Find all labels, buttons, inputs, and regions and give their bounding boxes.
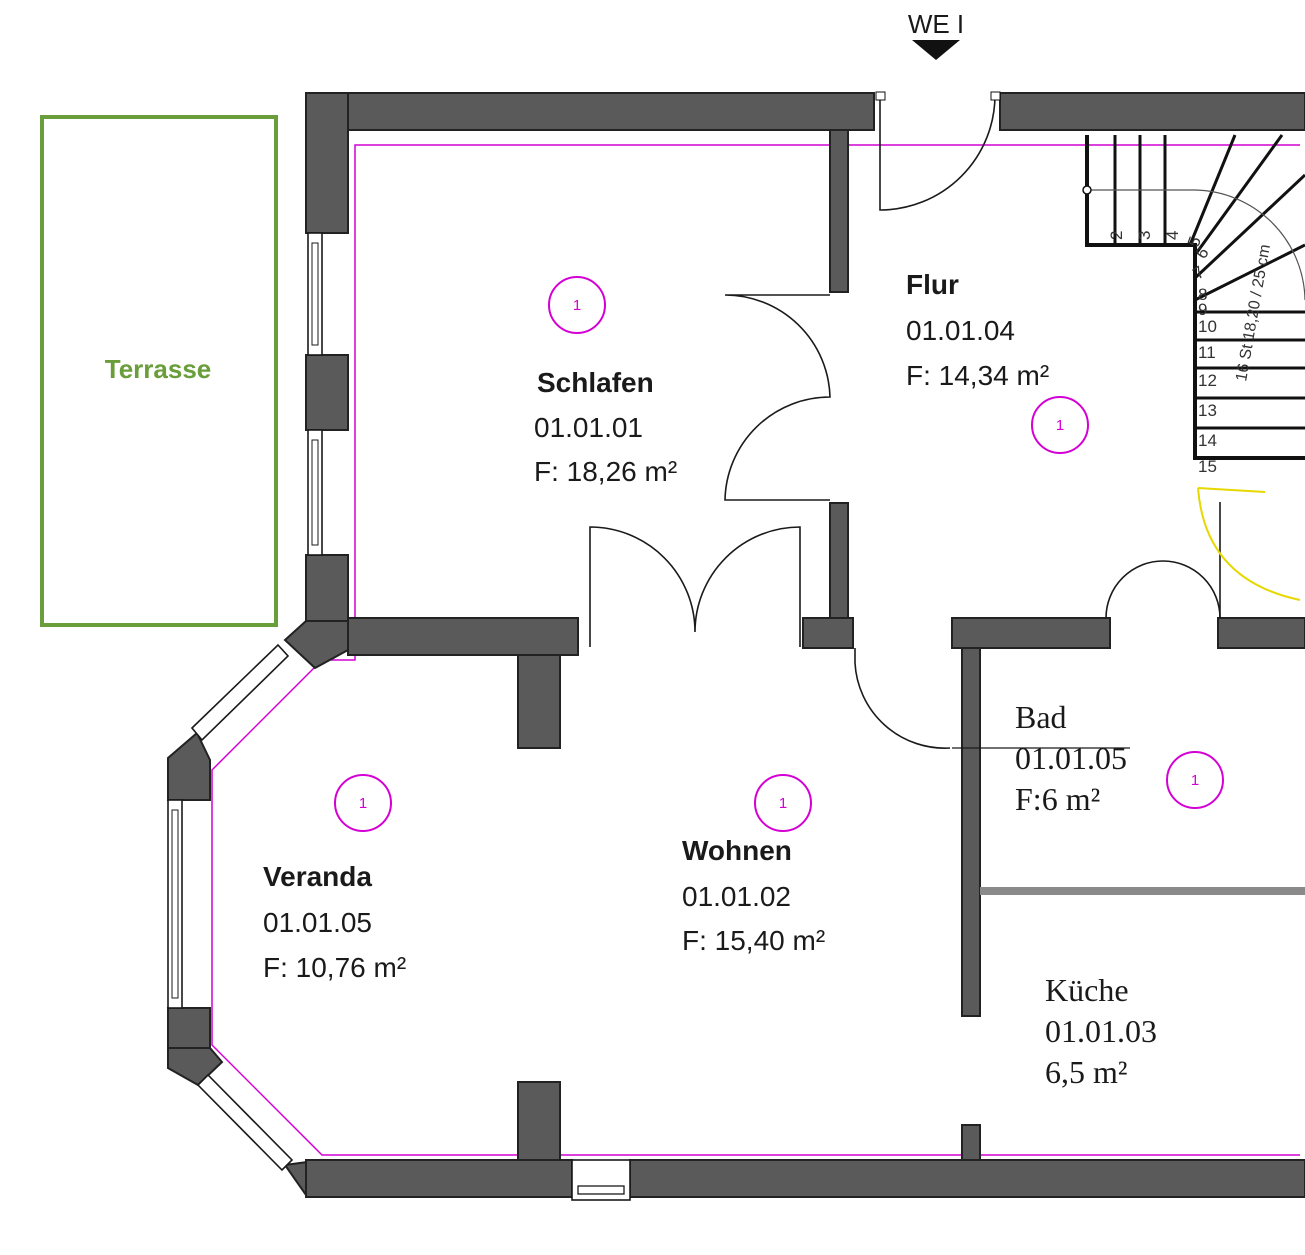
svg-text:Wohnen: Wohnen bbox=[682, 835, 792, 866]
stair-walking-path bbox=[1197, 487, 1301, 601]
room-markers bbox=[334, 276, 1224, 832]
room-marker bbox=[754, 774, 812, 832]
room-label-veranda: Veranda 01.01.05 F: 10,76 m² bbox=[263, 861, 406, 983]
svg-text:01.01.01: 01.01.01 bbox=[534, 412, 643, 443]
svg-text:1: 1 bbox=[359, 795, 367, 812]
svg-text:15: 15 bbox=[1198, 457, 1217, 476]
svg-text:8: 8 bbox=[1198, 285, 1207, 304]
svg-text:01.01.02: 01.01.02 bbox=[682, 881, 791, 912]
room-label-schlafen: Schlafen 01.01.01 F: 18,26 m² bbox=[534, 367, 677, 487]
svg-text:F:6 m²: F:6 m² bbox=[1015, 781, 1100, 817]
room-label-wohnen: Wohnen 01.01.02 F: 15,40 m² bbox=[682, 835, 825, 956]
svg-text:Flur: Flur bbox=[906, 269, 959, 300]
terrace-label: Terrasse bbox=[105, 354, 212, 384]
svg-text:10: 10 bbox=[1198, 317, 1217, 336]
svg-text:Bad: Bad bbox=[1015, 699, 1067, 735]
svg-text:13: 13 bbox=[1198, 401, 1217, 420]
room-label-kueche: Küche 01.01.03 6,5 m² bbox=[1045, 972, 1157, 1090]
doors bbox=[589, 91, 1221, 749]
svg-text:Schlafen: Schlafen bbox=[537, 367, 654, 398]
room-marker bbox=[1166, 751, 1224, 809]
svg-text:14: 14 bbox=[1198, 431, 1217, 450]
svg-text:1: 1 bbox=[1191, 772, 1199, 789]
svg-text:01.01.03: 01.01.03 bbox=[1045, 1013, 1157, 1049]
terrace-outline bbox=[40, 115, 278, 627]
svg-text:12: 12 bbox=[1198, 371, 1217, 390]
room-marker bbox=[334, 774, 392, 832]
svg-text:F: 15,40 m²: F: 15,40 m² bbox=[682, 925, 825, 956]
svg-text:F: 14,34 m²: F: 14,34 m² bbox=[906, 360, 1049, 391]
svg-text:3: 3 bbox=[1135, 231, 1154, 240]
room-outline bbox=[211, 144, 1300, 1156]
svg-text:Küche: Küche bbox=[1045, 972, 1129, 1008]
room-label-flur: Flur 01.01.04 F: 14,34 m² bbox=[906, 269, 1049, 391]
windows bbox=[167, 232, 631, 1201]
svg-text:2: 2 bbox=[1107, 231, 1126, 240]
svg-text:Veranda: Veranda bbox=[263, 861, 372, 892]
svg-text:7: 7 bbox=[1189, 262, 1208, 283]
svg-text:1: 1 bbox=[1056, 417, 1064, 434]
svg-text:01.01.05: 01.01.05 bbox=[1015, 740, 1127, 776]
svg-text:01.01.04: 01.01.04 bbox=[906, 315, 1015, 346]
entrance-label: WE I bbox=[908, 9, 964, 39]
svg-text:F: 18,26 m²: F: 18,26 m² bbox=[534, 456, 677, 487]
staircase: 2 3 4 5 6 7 8 9 10 11 12 13 14 15 16 St … bbox=[1082, 134, 1305, 476]
interior-walls bbox=[347, 129, 1305, 1161]
svg-text:9: 9 bbox=[1198, 300, 1207, 319]
svg-text:1: 1 bbox=[779, 795, 787, 812]
svg-text:11: 11 bbox=[1198, 343, 1216, 362]
svg-text:01.01.05: 01.01.05 bbox=[263, 907, 372, 938]
room-marker bbox=[1031, 396, 1089, 454]
svg-text:F: 10,76 m²: F: 10,76 m² bbox=[263, 952, 406, 983]
entrance-arrow bbox=[912, 40, 960, 60]
svg-text:4: 4 bbox=[1163, 231, 1182, 240]
svg-text:6,5 m²: 6,5 m² bbox=[1045, 1054, 1127, 1090]
exterior-walls bbox=[167, 92, 1305, 1198]
room-marker bbox=[548, 276, 606, 334]
svg-text:1: 1 bbox=[573, 297, 581, 314]
room-label-bad: Bad 01.01.05 F:6 m² bbox=[1015, 699, 1127, 817]
